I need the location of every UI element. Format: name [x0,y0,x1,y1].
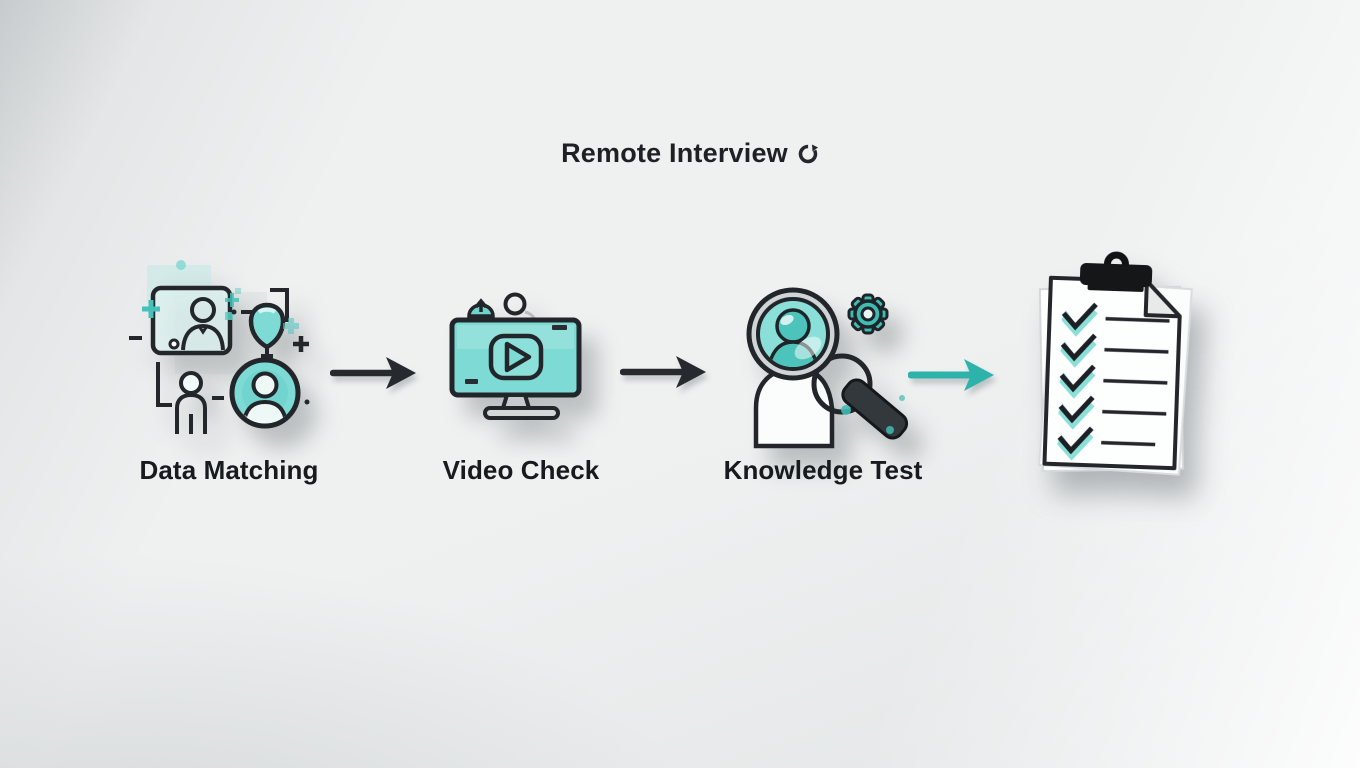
head-circle-icon [503,292,527,316]
checklist-row [1060,333,1169,368]
step-label-knowledge-test: Knowledge Test [723,455,923,485]
flow-arrow-icon [620,356,706,388]
sync-icon [798,144,818,163]
corner-bracket [156,362,172,407]
monitor-base [483,406,560,420]
person-outline-icon [175,371,207,434]
folded-corner [1143,279,1182,319]
title-text: Remote Interview [561,138,788,168]
upload-icon [467,298,495,318]
clip [1079,251,1153,292]
play-button-icon [488,333,544,381]
lens-candidate-icon [746,287,840,381]
plus-icon [293,336,309,352]
step-label-data-matching: Data Matching [139,455,319,485]
plus-icon [283,318,299,334]
flow-arrow-icon [908,359,994,391]
magnifier-handle [841,378,909,440]
checklist-row [1059,364,1168,399]
corner-bracket [270,288,289,322]
plus-icon [142,300,160,318]
avatar-circle-icon [229,357,310,429]
clipboard-checklist-icon [1038,251,1193,476]
checklist-row [1058,395,1167,430]
page-title: Remote Interview [10,138,1360,169]
identity-match-icon [129,260,310,434]
checklist-rows [1057,302,1170,461]
plus-icon [225,293,239,307]
step-label-video-check: Video Check [442,455,600,485]
gear-icon [847,293,889,335]
checklist-row [1057,426,1156,461]
monitor-icon [449,317,582,420]
flow-arrow-icon [330,357,416,389]
id-card-icon [150,285,233,356]
magnifier-candidate-icon [746,287,909,449]
monitor-play-icon [449,292,582,420]
checklist-row [1061,302,1170,337]
